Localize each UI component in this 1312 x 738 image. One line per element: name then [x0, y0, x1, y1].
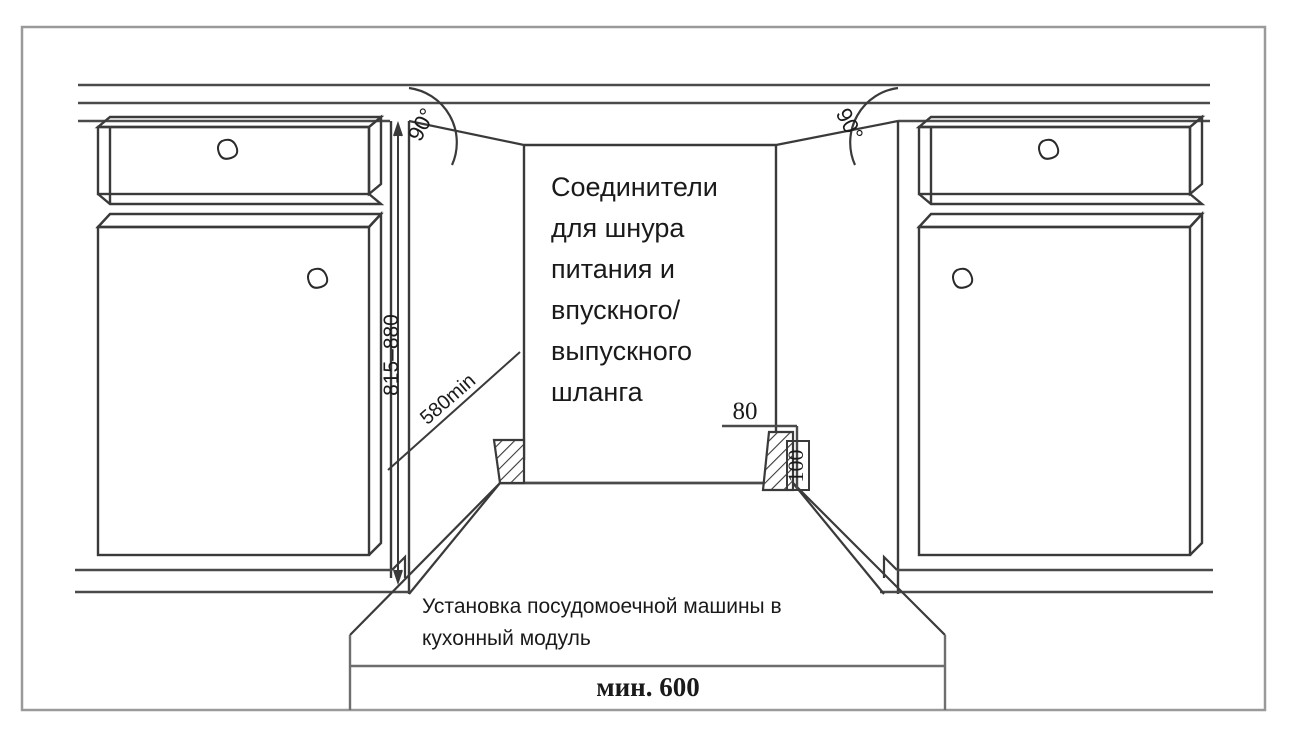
dimension-offset-top: [722, 424, 799, 490]
left-cabinet-drawer: [94, 114, 385, 206]
angle-mark-left: [408, 86, 458, 166]
right-cabinet-door: [916, 210, 1205, 557]
countertop-lines: [78, 83, 1210, 123]
drawing-frame: [20, 25, 1267, 712]
dimension-depth-line: [387, 351, 521, 471]
svg-text:шланга: шланга: [551, 377, 644, 407]
left-cabinet: [75, 114, 411, 594]
svg-text:выпускного: выпускного: [551, 336, 692, 366]
svg-text:впускного/: впускного/: [551, 295, 681, 325]
dimension-width-min: [348, 635, 947, 710]
dimension-offset-side-box: [786, 440, 810, 491]
niche-perspective-lines: [349, 119, 946, 636]
left-door-knob-icon: [307, 267, 329, 289]
dimension-height-label: 815–880: [380, 314, 403, 396]
niche-note-text: Соединители для шнура питания и впускног…: [551, 172, 718, 407]
dimension-height: [393, 120, 403, 586]
right-cabinet: [880, 114, 1213, 594]
left-cabinet-door: [95, 210, 384, 557]
dimension-offset-side-label: 100: [783, 450, 808, 483]
dimension-width-min-label: мин. 600: [596, 672, 700, 702]
diagram-caption: Установка посудомоечной машины в кухонны…: [422, 595, 782, 650]
right-door-knob-icon: [952, 267, 974, 289]
svg-text:кухонный модуль: кухонный модуль: [422, 627, 591, 650]
right-drawer-knob-icon: [1038, 138, 1060, 160]
dimension-offset-top-label: 80: [733, 398, 758, 425]
svg-text:для шнура: для шнура: [551, 213, 685, 243]
niche-back-wall: [522, 143, 778, 460]
right-cabinet-drawer: [915, 114, 1206, 206]
angle-mark-right: [849, 86, 899, 166]
svg-text:Соединители: Соединители: [551, 172, 718, 202]
svg-text:питания и: питания и: [551, 254, 675, 284]
left-drawer-knob-icon: [217, 138, 239, 160]
hatched-block-left: [492, 438, 526, 485]
svg-text:Установка посудомоечной машины: Установка посудомоечной машины в: [422, 595, 782, 618]
